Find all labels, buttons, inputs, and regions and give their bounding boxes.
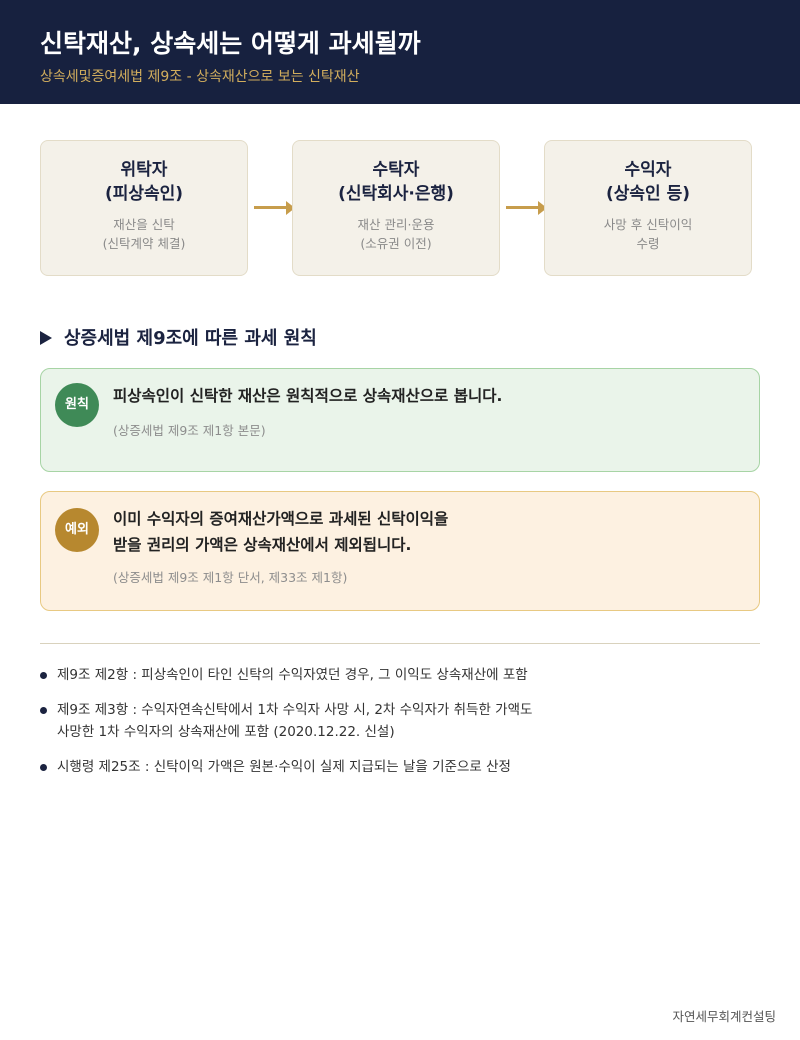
party-desc: 사망 후 신탁이익: [603, 217, 693, 232]
page-title: 신탁재산, 상속세는 어떻게 과세될까: [40, 29, 421, 58]
party-role: (상속인 등): [605, 184, 691, 204]
party-role: (신탁회사·은행): [338, 184, 454, 204]
principle-citation: (상증세법 제9조 제1항 본문): [113, 423, 266, 438]
bullet-dot-icon: [40, 764, 47, 771]
exception-citation: (상증세법 제9조 제1항 단서, 제33조 제1항): [113, 570, 348, 585]
principle-box: 원칙 피상속인이 신탁한 재산은 원칙적으로 상속재산으로 봅니다. (상증세법…: [40, 368, 760, 472]
party-settlor: 위탁자 (피상속인) 재산을 신탁 (신탁계약 체결): [40, 140, 248, 276]
section-title: 상증세법 제9조에 따른 과세 원칙: [40, 324, 317, 350]
party-desc: (소유권 이전): [360, 236, 432, 251]
party-desc: (신탁계약 체결): [102, 236, 186, 251]
divider: [40, 643, 760, 644]
bullet-dot-icon: [40, 707, 47, 714]
party-desc: 수령: [636, 236, 660, 251]
list-item: 시행령 제25조 : 신탁이익 가액은 원본·수익이 실제 지급되는 날을 기준…: [40, 756, 760, 778]
party-desc: 재산을 신탁: [113, 217, 175, 232]
party-beneficiary: 수익자 (상속인 등) 사망 후 신탁이익 수령: [544, 140, 752, 276]
party-trustee: 수탁자 (신탁회사·은행) 재산 관리·운용 (소유권 이전): [292, 140, 500, 276]
party-name: 수익자: [624, 160, 672, 180]
principle-text: 피상속인이 신탁한 재산은 원칙적으로 상속재산으로 봅니다.: [113, 387, 503, 405]
note-text: 제9조 제3항 : 수익자연속신탁에서 1차 수익자 사망 시, 2차 수익자가…: [57, 702, 533, 718]
exception-text-line: 이미 수익자의 증여재산가액으로 과세된 신탁이익을: [113, 510, 449, 528]
arrow-right-icon: [506, 201, 548, 215]
note-text: 제9조 제2항 : 피상속인이 타인 신탁의 수익자였던 경우, 그 이익도 상…: [57, 667, 528, 683]
trust-flow-diagram: 위탁자 (피상속인) 재산을 신탁 (신탁계약 체결) 수탁자 (신탁회사·은행…: [40, 140, 752, 276]
page-subtitle: 상속세및증여세법 제9조 - 상속재산으로 보는 신탁재산: [40, 69, 360, 85]
triangle-bullet-icon: [40, 331, 52, 345]
party-desc: 재산 관리·운용: [357, 217, 435, 232]
exception-badge: 예외: [55, 508, 99, 552]
list-item: 제9조 제3항 : 수익자연속신탁에서 1차 수익자 사망 시, 2차 수익자가…: [40, 699, 760, 743]
exception-text-line: 받을 권리의 가액은 상속재산에서 제외됩니다.: [113, 536, 412, 554]
arrow-right-icon: [254, 201, 296, 215]
page-header: 신탁재산, 상속세는 어떻게 과세될까 상속세및증여세법 제9조 - 상속재산으…: [0, 0, 800, 104]
note-text: 시행령 제25조 : 신탁이익 가액은 원본·수익이 실제 지급되는 날을 기준…: [57, 759, 511, 775]
party-role: (피상속인): [104, 184, 184, 204]
party-name: 수탁자: [372, 160, 420, 180]
note-text: 사망한 1차 수익자의 상속재산에 포함 (2020.12.22. 신설): [57, 724, 395, 740]
section-title-text: 상증세법 제9조에 따른 과세 원칙: [64, 328, 317, 349]
notes-list: 제9조 제2항 : 피상속인이 타인 신탁의 수익자였던 경우, 그 이익도 상…: [40, 664, 760, 791]
bullet-dot-icon: [40, 672, 47, 679]
list-item: 제9조 제2항 : 피상속인이 타인 신탁의 수익자였던 경우, 그 이익도 상…: [40, 664, 760, 686]
principle-badge: 원칙: [55, 383, 99, 427]
exception-text: 이미 수익자의 증여재산가액으로 과세된 신탁이익을 받을 권리의 가액은 상속…: [113, 506, 448, 558]
footer-brand: 자연세무회계컨설팅: [672, 1009, 776, 1024]
party-name: 위탁자: [120, 160, 168, 180]
exception-box: 예외 이미 수익자의 증여재산가액으로 과세된 신탁이익을 받을 권리의 가액은…: [40, 491, 760, 611]
